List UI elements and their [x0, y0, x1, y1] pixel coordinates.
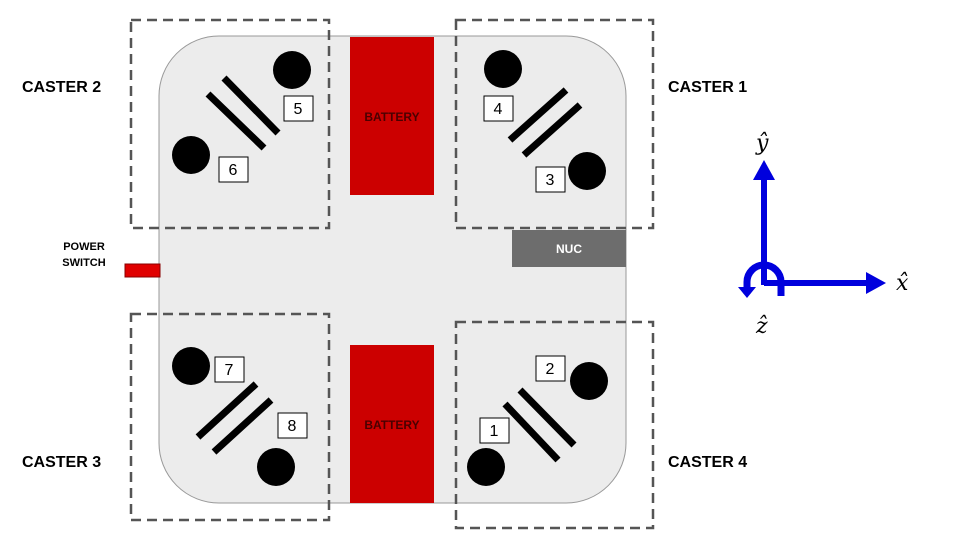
caster-1-label: CASTER 1	[668, 79, 747, 96]
caster-1: 4 3	[483, 50, 606, 193]
wheel-1-number: 1	[490, 423, 499, 440]
wheel-4-number: 4	[494, 101, 503, 118]
caster-2-label: CASTER 2	[22, 79, 101, 96]
power-switch	[124, 263, 161, 278]
caster-4-label: CASTER 4	[668, 454, 747, 471]
caster-2: 5 6	[172, 51, 314, 183]
power-switch-label-2: SWITCH	[62, 257, 105, 269]
caster-3-label: CASTER 3	[22, 454, 101, 471]
wheel-5-number: 5	[294, 101, 303, 118]
wheel-7	[172, 347, 210, 385]
caster-4: 2 1	[467, 355, 608, 486]
coordinate-frame: x̂ ŷ ẑ	[738, 131, 909, 339]
wheel-2	[570, 362, 608, 400]
caster-4-box	[454, 320, 655, 530]
caster-3-box	[129, 312, 331, 522]
caster-3: 7 8	[172, 347, 308, 486]
battery-bottom: BATTERY	[350, 345, 434, 503]
battery-bottom-label: BATTERY	[364, 418, 419, 432]
axis-y-label: ŷ	[755, 131, 769, 156]
caster-1-box	[454, 18, 655, 230]
caster-2-box	[129, 18, 331, 230]
nuc-label: NUC	[556, 242, 582, 256]
battery-top-label: BATTERY	[364, 110, 419, 124]
wheel-1	[467, 448, 505, 486]
wheel-6-number: 6	[229, 162, 238, 179]
battery-top: BATTERY	[350, 37, 434, 195]
wheel-3-number: 3	[546, 172, 555, 189]
nuc: NUC	[512, 230, 626, 267]
wheel-5	[273, 51, 311, 89]
wheel-8-number: 8	[288, 418, 297, 435]
wheel-6	[172, 136, 210, 174]
wheel-4	[484, 50, 522, 88]
wheel-7-number: 7	[225, 362, 234, 379]
wheel-3	[568, 152, 606, 190]
wheel-8	[257, 448, 295, 486]
axis-z-label: ẑ	[755, 314, 768, 339]
wheel-2-number: 2	[546, 361, 555, 378]
power-switch-label-1: POWER	[63, 241, 105, 253]
axis-x-label: x̂	[896, 271, 909, 296]
